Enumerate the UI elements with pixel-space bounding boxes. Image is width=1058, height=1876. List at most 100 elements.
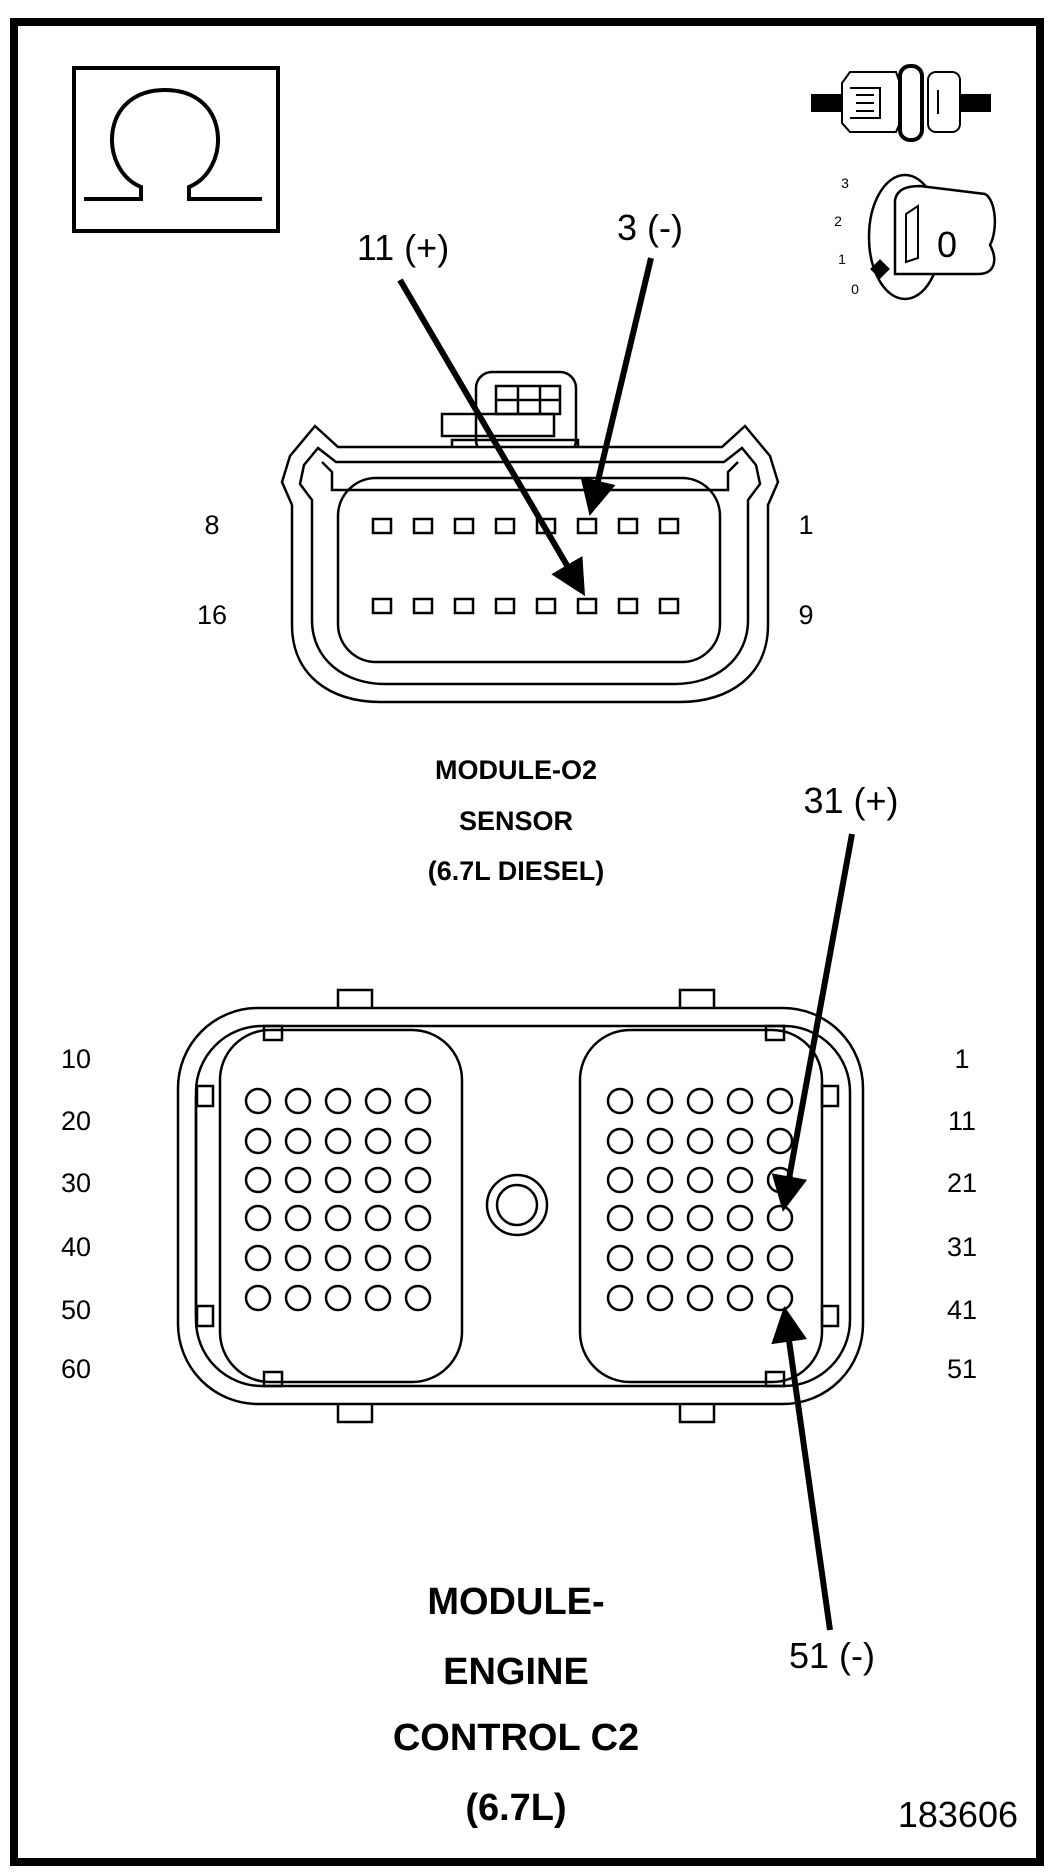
o2-pin [617, 597, 639, 615]
ecm-pin [606, 1166, 634, 1194]
arrow-o2-pin-11 [397, 278, 586, 597]
ignition-key-off-icon: 3 2 1 0 0 [834, 173, 997, 301]
o2-caption-line-1: MODULE-O2 [435, 755, 597, 785]
o2-pin [494, 597, 516, 615]
o2-row-label-8: 8 [204, 510, 219, 540]
ecm-pin [284, 1127, 312, 1155]
ecm-pin [606, 1127, 634, 1155]
ecm-pin [686, 1244, 714, 1272]
o2-pin [371, 517, 393, 535]
o2-pin [453, 517, 475, 535]
ecm-pin [364, 1284, 392, 1312]
ecm-pin [646, 1244, 674, 1272]
ecm-pin [404, 1166, 432, 1194]
callout-o2-pin-3: 3 (-) [617, 207, 683, 248]
ecm-pin [606, 1204, 634, 1232]
ecm-pin [726, 1087, 754, 1115]
ecm-pin [404, 1244, 432, 1272]
ecm-pin [726, 1244, 754, 1272]
ecm-pin [404, 1127, 432, 1155]
ecm-label-left-40: 40 [61, 1232, 91, 1262]
ecm-pin [726, 1204, 754, 1232]
ecm-pin [324, 1284, 352, 1312]
o2-pin [617, 517, 639, 535]
omega-icon [72, 66, 280, 233]
ecm-pin [646, 1166, 674, 1194]
ecm-pin [244, 1204, 272, 1232]
o2-row-label-16: 16 [197, 600, 227, 630]
ecm-pin [646, 1127, 674, 1155]
o2-caption-line-2: SENSOR [459, 806, 573, 836]
figure-number: 183606 [898, 1794, 1018, 1835]
ecm-pin [726, 1284, 754, 1312]
ecm-label-left-10: 10 [61, 1044, 91, 1074]
ecm-pin [606, 1244, 634, 1272]
callout-ecm-pin-51: 51 (-) [789, 1635, 875, 1676]
ecm-pin [364, 1087, 392, 1115]
o2-row-label-1: 1 [798, 510, 813, 540]
ecm-pin [686, 1284, 714, 1312]
ecm-pin [646, 1087, 674, 1115]
ecm-pin [284, 1204, 312, 1232]
ecm-pin-block-left [244, 1087, 432, 1312]
ecm-pin [686, 1166, 714, 1194]
ecm-pin [766, 1087, 794, 1115]
arrow-ecm-pin-51 [771, 1306, 833, 1631]
ecm-pin-51 [766, 1284, 794, 1312]
ecm-label-right-1: 1 [954, 1044, 969, 1074]
ecm-pin [244, 1284, 272, 1312]
ecm-pin [686, 1087, 714, 1115]
ecm-pin [606, 1284, 634, 1312]
ecm-pin [324, 1244, 352, 1272]
ecm-pin [726, 1127, 754, 1155]
o2-pin [453, 597, 475, 615]
ecm-label-left-60: 60 [61, 1354, 91, 1384]
ecm-pin [284, 1166, 312, 1194]
o2-row-label-9: 9 [798, 600, 813, 630]
ecm-pin [284, 1087, 312, 1115]
ignition-position-1: 1 [838, 251, 846, 267]
ecm-pin [324, 1087, 352, 1115]
ecm-pin [284, 1244, 312, 1272]
ecm-label-right-41: 41 [947, 1295, 977, 1325]
ecm-pin [324, 1166, 352, 1194]
ecm-pin [404, 1284, 432, 1312]
ecm-pin [284, 1284, 312, 1312]
o2-pin-array [371, 517, 680, 615]
o2-pin [658, 597, 680, 615]
ecm-pin [244, 1127, 272, 1155]
ecm-pin [404, 1087, 432, 1115]
arrow-ecm-pin-31 [771, 833, 855, 1212]
o2-pin [494, 517, 516, 535]
ecm-caption-line-1: MODULE- [427, 1581, 604, 1623]
ecm-pin [646, 1284, 674, 1312]
ecm-pin [244, 1244, 272, 1272]
o2-pin [412, 517, 434, 535]
ecm-label-right-21: 21 [947, 1168, 977, 1198]
ecm-pin-block-right [606, 1087, 794, 1312]
ignition-key-label: 0 [937, 224, 957, 265]
ecm-pin [686, 1204, 714, 1232]
ecm-pin [244, 1087, 272, 1115]
ecm-pin [766, 1127, 794, 1155]
ecm-pin [364, 1204, 392, 1232]
o2-pin-11 [576, 597, 598, 615]
callout-ecm-pin-31: 31 (+) [803, 780, 898, 821]
ecm-pin [766, 1244, 794, 1272]
ecm-label-left-30: 30 [61, 1168, 91, 1198]
callout-o2-pin-11: 11 (+) [357, 227, 449, 268]
arrow-o2-pin-3 [580, 257, 654, 516]
ecm-pin [646, 1204, 674, 1232]
ecm-c2-connector [176, 988, 865, 1424]
ignition-position-0: 0 [851, 281, 859, 297]
ecm-pin [364, 1166, 392, 1194]
ecm-label-right-11: 11 [948, 1106, 976, 1136]
ecm-label-right-51: 51 [947, 1354, 977, 1384]
ignition-position-3: 3 [841, 175, 849, 191]
ecm-pin [244, 1166, 272, 1194]
ecm-pin [364, 1127, 392, 1155]
o2-pin [658, 517, 680, 535]
ecm-label-left-20: 20 [61, 1106, 91, 1136]
ecm-pin [606, 1087, 634, 1115]
